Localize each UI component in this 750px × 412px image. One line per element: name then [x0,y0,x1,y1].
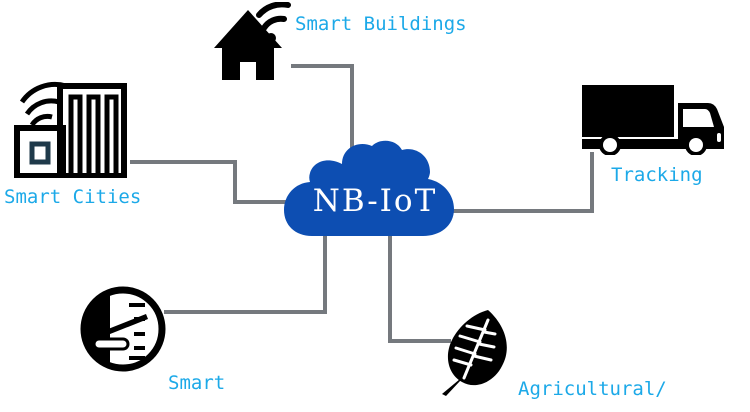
smart-metering-label-line-1: Smart [168,372,226,394]
connector-tracking-to-hub [448,152,594,213]
truck-icon [582,85,724,155]
connector-smart-cities-to-hub [130,160,290,204]
cloud-icon [284,140,454,236]
house-wifi-icon [214,2,291,80]
smart-buildings-node[interactable] [214,2,294,80]
house-door [240,62,256,80]
gauge-meter-icon [80,286,166,372]
smart-cities-label: Smart Cities [4,186,142,208]
hub-label: NB-IoT [312,183,438,219]
smart-cities-node[interactable] [14,78,132,178]
smart-metering-node[interactable] [80,286,166,372]
tracking-node[interactable] [580,83,725,155]
city-buildings-wifi-icon [14,81,127,178]
agriculture-label: Agricultural/ Environment [518,332,667,412]
nbiot-cloud-node[interactable] [280,140,460,240]
connector-agriculture-to-hub [388,230,451,343]
agriculture-label-line-1: Agricultural/ [518,378,667,400]
connector-smart-buildings-to-hub [291,64,354,150]
smart-metering-label: Smart Metering [168,326,260,412]
leaf-icon [442,310,507,396]
tracking-label: Tracking [611,164,703,186]
agriculture-node[interactable] [440,304,512,398]
connector-smart-metering-to-hub [164,228,327,314]
smart-buildings-label: Smart Buildings [295,13,467,35]
